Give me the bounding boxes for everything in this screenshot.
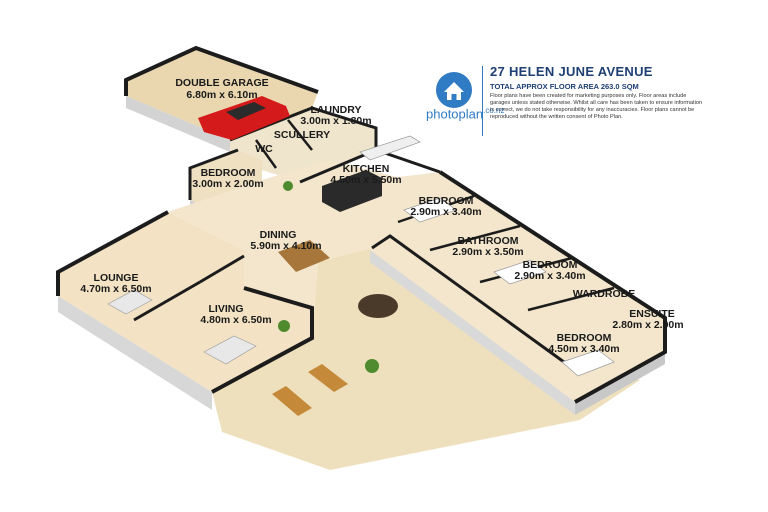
size-laundry: 3.00m x 1.80m — [300, 115, 371, 127]
lounge-living-divider — [133, 280, 201, 322]
label-dining: DINING — [260, 229, 297, 241]
bedroom-wing-floor — [370, 172, 665, 402]
label-kitchen: KITCHEN — [343, 163, 390, 175]
photoplan-house-icon — [436, 72, 472, 108]
car-in-garage — [198, 96, 290, 140]
size-dining: 5.90m x 4.10m — [250, 240, 321, 252]
info-panel: photoplan.co.nz 27 HELEN JUNE AVENUE TOT… — [420, 62, 760, 142]
kitchen-island — [322, 170, 382, 212]
garage-wall-face — [126, 96, 230, 152]
bedroom-wing-inner-wall — [371, 234, 576, 372]
bedroom-wing-wall-face-2 — [575, 352, 665, 415]
outdoor-table — [358, 294, 398, 318]
size-kitchen: 4.50m x 5.50m — [330, 174, 401, 186]
size-bedroom-3: 2.90m x 3.40m — [514, 270, 585, 282]
label-bathroom: BATHROOM — [457, 235, 518, 247]
size-bedroom-2: 2.90m x 3.40m — [410, 206, 481, 218]
scullery-wall — [287, 119, 313, 151]
label-ensuite: ENSUITE — [629, 308, 675, 320]
dining-table — [278, 240, 330, 272]
label-double-garage: DOUBLE GARAGE — [175, 77, 268, 89]
bench-1 — [308, 364, 348, 392]
size-living: 4.80m x 6.50m — [200, 314, 271, 326]
logo-suffix: .co.nz — [483, 106, 505, 115]
label-living: LIVING — [208, 303, 243, 315]
header-divider — [482, 66, 483, 136]
disclaimer-text: Floor plans have been created for market… — [490, 93, 703, 120]
outdoor-deck — [212, 248, 640, 470]
plant-2 — [278, 320, 290, 332]
wc-wall — [254, 139, 278, 169]
size-bedroom-master: 4.50m x 3.40m — [548, 343, 619, 355]
label-bedroom-3: BEDROOM — [523, 259, 578, 271]
sofa-living — [203, 335, 257, 365]
small-bedroom-walls — [188, 148, 239, 200]
bedroom-wing-outer-wall — [438, 170, 667, 404]
label-bedroom-2: BEDROOM — [419, 195, 474, 207]
lounge-wall-face — [58, 296, 212, 410]
lounge-living-walls — [211, 286, 314, 394]
label-lounge: LOUNGE — [94, 272, 139, 284]
bench-2 — [272, 386, 312, 416]
service-walls — [229, 106, 378, 150]
label-bedroom-small: BEDROOM — [201, 167, 256, 179]
size-bathroom: 2.90m x 3.50m — [452, 246, 523, 258]
bathroom-wall — [429, 224, 521, 252]
bed-bedroom3 — [493, 259, 547, 285]
photoplan-logo-text: photoplan.co.nz — [426, 106, 504, 121]
label-wardrobe: WARDROBE — [573, 288, 635, 300]
label-laundry: LAUNDRY — [311, 104, 362, 116]
label-scullery: SCULLERY — [274, 129, 330, 141]
property-address: 27 HELEN JUNE AVENUE — [490, 64, 653, 79]
bed-master — [561, 349, 615, 377]
label-wc: WC — [255, 143, 273, 155]
size-double-garage: 6.80m x 6.10m — [186, 89, 257, 101]
size-ensuite: 2.80m x 2.00m — [612, 319, 683, 331]
wardrobe-wall — [527, 286, 615, 312]
bedroom-wing-wall-face — [370, 250, 575, 415]
kitchen-counter — [359, 135, 421, 161]
label-bedroom-master: BEDROOM — [557, 332, 612, 344]
size-bedroom-small: 3.00m x 2.00m — [192, 178, 263, 190]
total-floor-area: TOTAL APPROX FLOOR AREA 263.0 SQM — [490, 82, 639, 91]
size-lounge: 4.70m x 6.50m — [80, 283, 151, 295]
garage-walls — [124, 45, 319, 96]
logo-name: photoplan — [426, 106, 484, 122]
plant-3 — [283, 181, 293, 191]
lounge-outer-walls — [56, 210, 169, 296]
lounge-divider-2 — [199, 254, 245, 284]
plant-1 — [365, 359, 379, 373]
sofa-lounge — [107, 289, 153, 315]
bed-bedroom2 — [403, 197, 457, 223]
